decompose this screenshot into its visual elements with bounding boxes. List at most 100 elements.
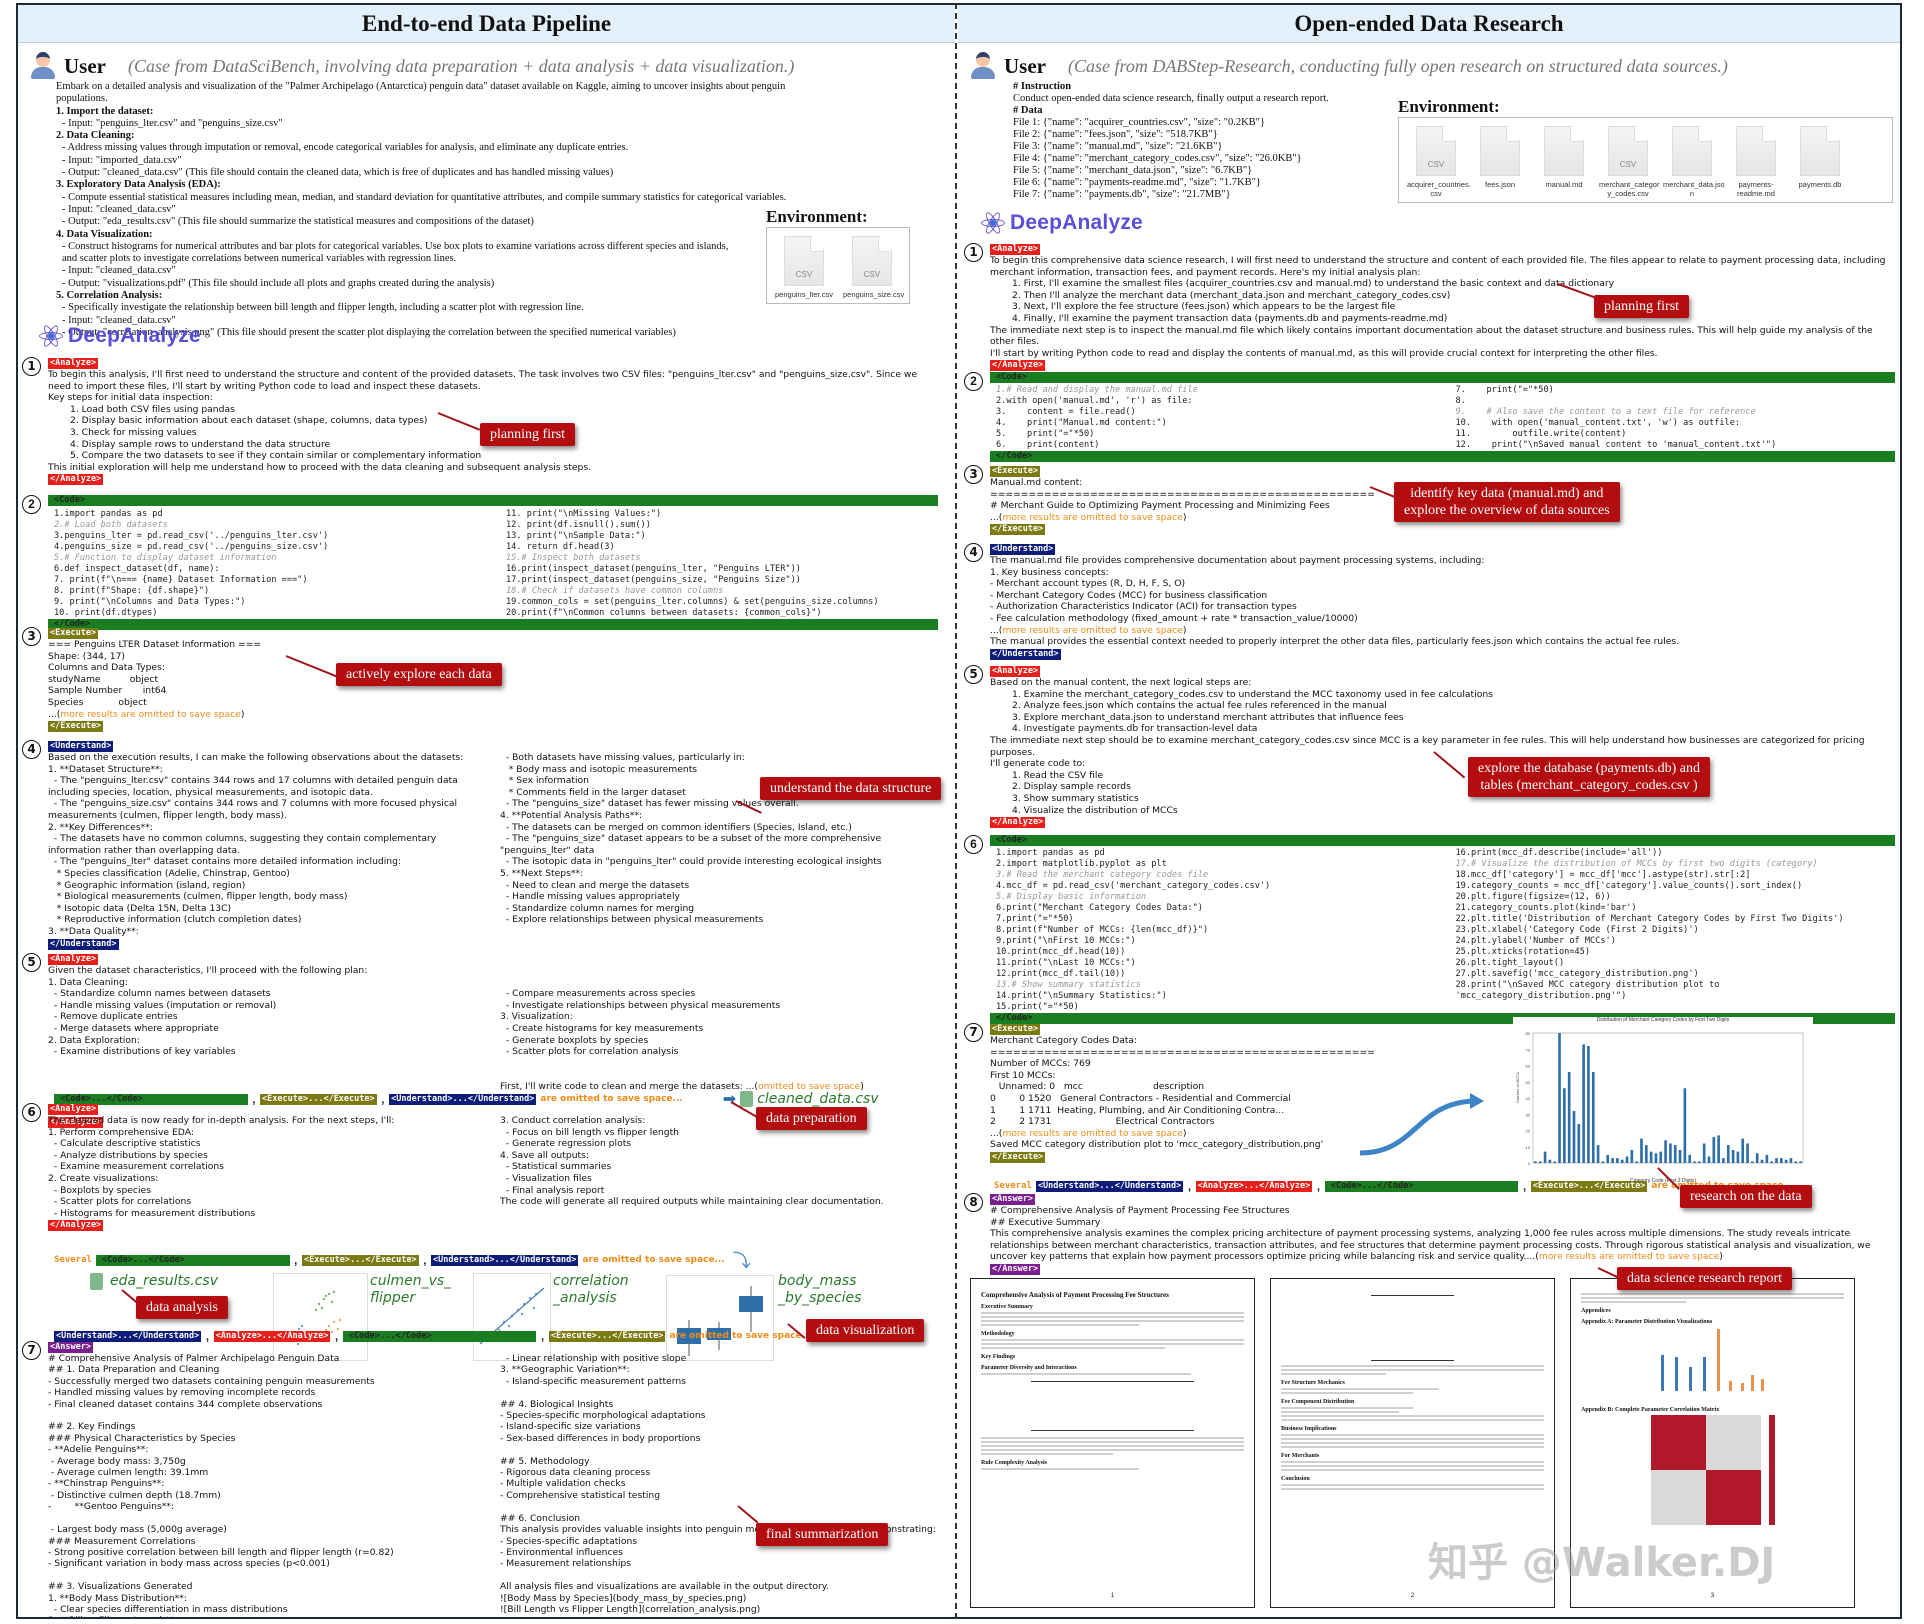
chart-bar xyxy=(1683,1088,1687,1163)
task-line: - Input: "cleaned_data.csv" xyxy=(62,203,176,215)
text-line: 1. Perform comprehensive EDA: xyxy=(48,1126,194,1138)
text-line: - Remove duplicate entries xyxy=(48,1011,178,1023)
task-line: - Construct histograms for numerical att… xyxy=(62,240,729,252)
step-number: 1 xyxy=(22,357,41,376)
answer-line: ### Measurement Correlations xyxy=(48,1535,196,1547)
text-line: * Biological measurements (culmen, flipp… xyxy=(48,891,348,903)
answer-line xyxy=(48,1410,486,1421)
chart-bar xyxy=(1567,1072,1571,1163)
file-icon: CSV xyxy=(1416,126,1456,176)
chart-bar xyxy=(1707,1156,1711,1163)
step-number: 4 xyxy=(964,543,983,562)
text-line: - Final analysis report xyxy=(500,1184,605,1196)
code-line: 1.import pandas as pd xyxy=(54,509,163,519)
step-number: 6 xyxy=(964,835,983,854)
file-name: merchant_data.jso n xyxy=(1663,180,1725,198)
text-line: - The "penguins_lter" dataset contains m… xyxy=(48,856,402,868)
execute-open-tag: <Execute> xyxy=(990,1024,1041,1035)
chart-bar xyxy=(1596,1145,1600,1163)
text-line: - The "penguins_size" dataset has fewer … xyxy=(500,798,799,810)
text-line: 2. Data Exploration: xyxy=(48,1034,140,1046)
environment-title: Environment: xyxy=(766,207,868,226)
chart-bar xyxy=(1765,1154,1769,1163)
task-line: - Compute essential statistical measures… xyxy=(62,191,787,203)
text-line: - Focus on bill length vs flipper length xyxy=(500,1126,680,1138)
text-line: - Standardize column names between datas… xyxy=(48,988,271,1000)
chart-bar xyxy=(1664,1140,1667,1163)
callout-final-summarization: final summarization xyxy=(756,1523,889,1546)
svg-text:70: 70 xyxy=(1526,1047,1531,1052)
output-line: === Penguins LTER Dataset Information ==… xyxy=(48,639,262,650)
left-step-6-analyze: 6 <Analyze> The cleaned data is now read… xyxy=(18,1103,938,1232)
code-line: 17.print(inspect_dataset(penguins_size, … xyxy=(506,575,801,585)
environment-file[interactable]: payments- readme.md xyxy=(1727,126,1785,198)
answer-line: ## 5. Methodology xyxy=(500,1455,590,1467)
answer-line: - Species-specific adaptations xyxy=(500,1535,638,1547)
plan-item: 1. Load both CSV files using pandas xyxy=(70,403,235,415)
omitted-note: ...(more results are omitted to save spa… xyxy=(48,708,245,720)
step-number: 1 xyxy=(964,243,983,262)
plan-item: 4. Finally, I'll examine the payment tra… xyxy=(1012,312,1448,324)
svg-text:80: 80 xyxy=(1526,1031,1531,1036)
answer-line: - Distinctive culmen depth (18.7mm) xyxy=(48,1489,221,1501)
chart-bar xyxy=(1538,1161,1542,1163)
text-line: - Examine distributions of key variables xyxy=(48,1046,236,1058)
task-heading: 2. Data Cleaning: xyxy=(56,130,135,142)
chart-bar xyxy=(1635,1161,1638,1163)
answer-line: - Species-specific morphological adaptat… xyxy=(500,1410,706,1422)
step-number: 5 xyxy=(22,953,41,972)
code-line: 13. print("\nSample Data:") xyxy=(506,531,646,541)
plan-item: 2. Then I'll analyze the merchant data (… xyxy=(1012,289,1451,301)
code-line: 4.mcc_df = pd.read_csv('merchant_categor… xyxy=(996,881,1271,891)
text-line: 3. Visualization: xyxy=(500,1011,573,1023)
plan-item: 4. Investigate payments.db for transacti… xyxy=(1012,723,1258,735)
environment-file[interactable]: merchant_data.jso n xyxy=(1663,126,1725,198)
output-line: Shape: (344, 17) xyxy=(48,650,126,662)
plan-item: 1. Read the CSV file xyxy=(1012,769,1104,781)
analyze-open-tag: <Analyze> xyxy=(48,1104,99,1115)
text-line: The code will generate all required outp… xyxy=(500,1196,884,1208)
answer-line: - Linear relationship with positive slop… xyxy=(500,1353,687,1364)
answer-line: - Rigorous data cleaning process xyxy=(500,1467,651,1479)
text-line: Based on the execution results, I can ma… xyxy=(48,752,464,763)
analyze-open-tag: <Analyze> xyxy=(48,358,99,369)
code-line: 12. print(df.isnull().sum()) xyxy=(506,520,651,530)
brand-name: DeepAnalyze xyxy=(1010,211,1143,234)
environment-file[interactable]: fees.json xyxy=(1471,126,1529,198)
environment-file[interactable]: payments.db xyxy=(1791,126,1849,198)
environment-file[interactable]: manual.md xyxy=(1535,126,1593,198)
step-number: 8 xyxy=(964,1193,983,1212)
code-close-tag: </Code> xyxy=(990,451,1895,462)
body-mass-by-species-label: body_mass _by_species xyxy=(778,1273,862,1306)
code-line: 18.# Check if datasets have common colum… xyxy=(506,586,724,596)
analyze-close-tag: </Analyze> xyxy=(48,1116,104,1128)
task-list: 1. Import the dataset:- Input: "penguins… xyxy=(56,106,826,340)
plan-item: 5. Compare the two datasets to see if th… xyxy=(70,450,482,462)
text-line: - Boxplots by species xyxy=(48,1184,151,1196)
plan-item: 4. Visualize the distribution of MCCs xyxy=(1012,804,1178,816)
answer-line: # Comprehensive Analysis of Payment Proc… xyxy=(990,1205,1290,1216)
data-file-list: File 1: {"name": "acquirer_countries.csv… xyxy=(1013,117,1900,201)
callout-data-analysis: data analysis xyxy=(136,1296,228,1319)
analyze-open-tag: <Analyze> xyxy=(990,244,1041,255)
text-line: - Scatter plots for correlations xyxy=(48,1196,192,1208)
plan-item: 3. Explore merchant_data.json to underst… xyxy=(1012,711,1404,723)
output-line: # Merchant Guide to Optimizing Payment P… xyxy=(990,500,1330,512)
text-line: - Explore relationships between physical… xyxy=(500,914,764,926)
plan-item: 3. Next, I'll explore the fee structure … xyxy=(1012,301,1396,313)
chart-bar xyxy=(1678,1150,1682,1163)
curved-arrow-icon xyxy=(1359,1093,1484,1156)
text-line: * Reproductive information (clutch compl… xyxy=(48,914,302,926)
answer-line: - **Gentoo Penguins**: xyxy=(48,1501,175,1513)
atom-logo-icon xyxy=(980,210,1006,236)
answer-line: 3. **Geographic Variation**: xyxy=(500,1364,630,1376)
output-line: Columns and Data Types: xyxy=(48,662,165,674)
answer-line: ## Executive Summary xyxy=(990,1216,1101,1228)
watermark: 知乎 @Walker.DJ xyxy=(1428,1540,1776,1586)
